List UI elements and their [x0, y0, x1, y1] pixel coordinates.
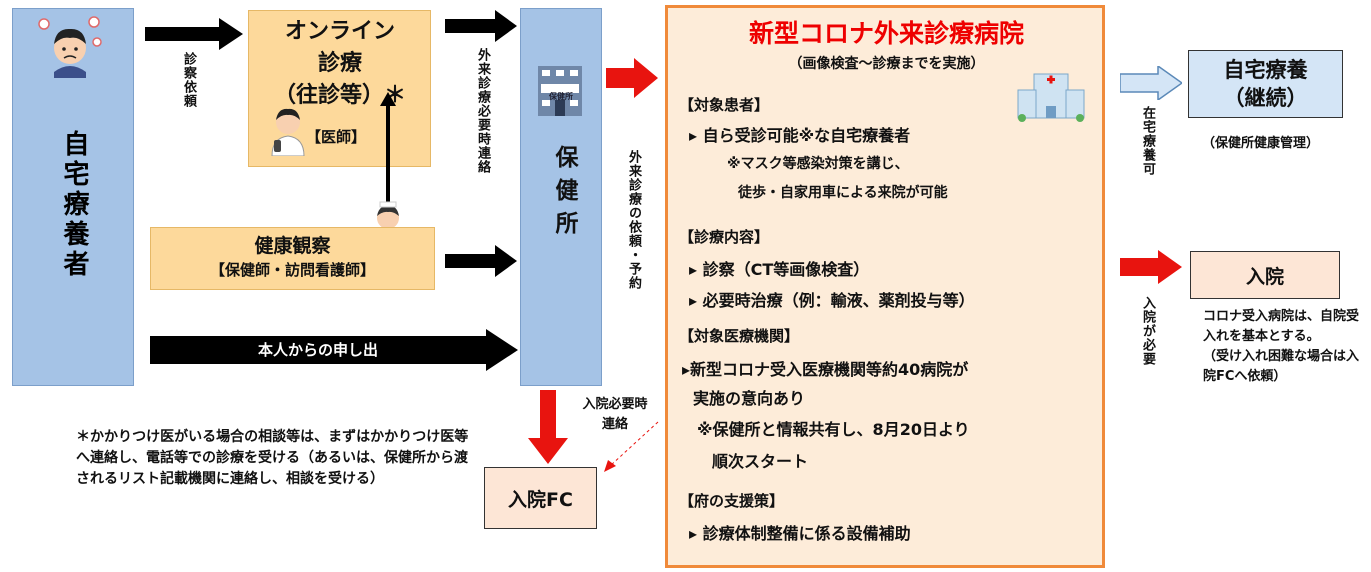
outpatient-contact-label: 外来診療必要時連絡	[475, 48, 490, 174]
hc-to-hospital-arrow	[606, 58, 658, 98]
admission-fc-box: 入院FC	[484, 467, 597, 529]
support-heading: 【府の支援策】	[679, 492, 785, 510]
patient-label: 自宅療養者	[59, 130, 89, 280]
health-observation-box	[150, 227, 435, 290]
treatment-heading: 【診療内容】	[679, 228, 770, 246]
health-to-online-arrow	[380, 92, 396, 228]
admission-note: コロナ受入病院は、自院受入れを基本とする。 （受け入れ困難な場合は入院FCへ依頼…	[1203, 309, 1360, 384]
admission-fc-label: 入院FC	[508, 488, 573, 511]
worried-patient-icon	[38, 16, 102, 78]
target-patients-heading: 【対象患者】	[679, 96, 770, 114]
online-consultation-title: オンライン 診療 （往診等）＊	[250, 16, 430, 112]
institutions-item2: 実施の意向あり	[693, 389, 806, 408]
admission-label: 入院	[1245, 265, 1284, 288]
hc-to-fc-arrow	[528, 390, 568, 464]
institutions-item4: 順次スタート	[712, 452, 809, 471]
hospital-subtitle: （画像検査～診療までを実施）	[788, 56, 985, 72]
target-patients-item: ▸ 自ら受診可能※な自宅療養者	[689, 126, 911, 145]
consult-request-arrow	[145, 18, 243, 50]
consult-request-label: 診察依頼	[181, 52, 196, 108]
home-care-arrow	[1120, 66, 1182, 100]
institutions-item3: ※保健所と情報共有し、8月20日より	[697, 420, 970, 439]
target-patients-note1: ※マスク等感染対策を講じ、	[727, 156, 909, 172]
health-center-building-icon	[538, 66, 582, 116]
treatment-item2: ▸ 必要時治療（例：輸液、薬剤投与等）	[689, 291, 975, 310]
health-to-hc-arrow	[445, 245, 517, 277]
home-care-title-1: 自宅療養	[1223, 58, 1308, 82]
hospital-title: 新型コロナ外来診療病院	[748, 19, 1024, 48]
support-item: ▸ 診療体制整備に係る設備補助	[689, 524, 911, 543]
health-center-sign: 保健所	[549, 92, 573, 101]
admission-box: 入院	[1190, 251, 1340, 299]
health-observation-sub: 【保健師・訪問看護師】	[209, 261, 375, 279]
treatment-item1: ▸ 診察（CT等画像検査）	[689, 260, 870, 279]
self-report-label: 本人からの申し出	[257, 341, 378, 359]
institutions-item1: ▸新型コロナ受入医療機関等約40病院が	[682, 360, 969, 379]
health-observation-title: 健康観察	[254, 235, 331, 257]
footnote: ＊かかりつけ医がいる場合の相談等は、まずはかかりつけ医等へ連絡し、電話等での診療…	[76, 429, 469, 487]
home-care-note: （保健所健康管理）	[1202, 136, 1320, 151]
target-patients-note2: 徒歩・自家用車による来院が可能	[738, 185, 948, 201]
institutions-heading: 【対象医療機関】	[679, 327, 800, 345]
admission-needed-label: 入院が必要	[1140, 296, 1155, 366]
home-ok-label: 在宅療養可	[1140, 106, 1155, 176]
doctor-icon	[271, 108, 305, 156]
doctor-label: 【医師】	[306, 128, 367, 146]
hospital-to-fc-dashed-arrow	[604, 421, 659, 472]
online-to-hc-arrow	[445, 10, 517, 42]
admission-arrow	[1120, 250, 1182, 284]
online-title-line1: オンライン	[284, 19, 395, 44]
hospital-building-icon	[1017, 73, 1085, 122]
home-care-title-2: （継続）	[1223, 86, 1308, 110]
online-title-line2: 診療	[317, 51, 362, 76]
home-care-box: 自宅療養 （継続）	[1188, 50, 1343, 118]
outpatient-request-label: 外来診療の依頼・予約	[626, 150, 641, 290]
health-center-label: 保健所	[551, 145, 577, 244]
admission-contact-label: 入院必要時 連絡	[582, 397, 648, 432]
self-report-arrow	[150, 329, 518, 371]
